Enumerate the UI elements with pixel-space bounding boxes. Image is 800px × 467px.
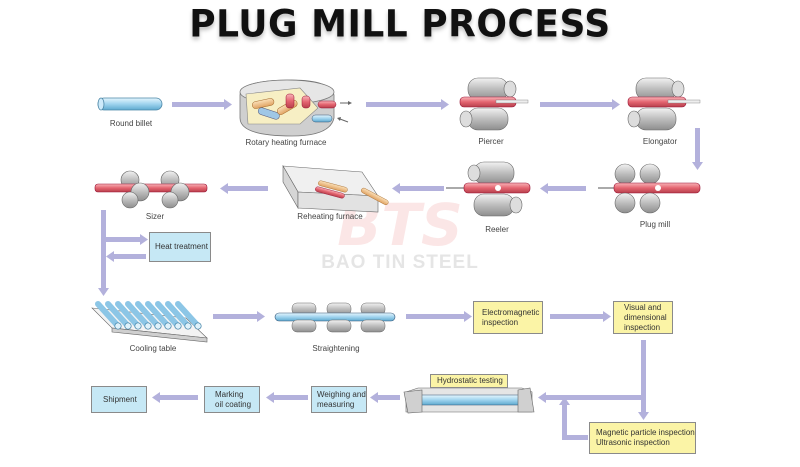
label-cooling-table: Cooling table (130, 344, 177, 353)
piercer-icon (459, 77, 529, 131)
cooling-tube (95, 301, 121, 329)
label-plug-mill: Plug mill (640, 220, 670, 229)
cooling-tube (155, 301, 181, 329)
label-weighing-measuring: Weighing and measuring (317, 389, 366, 409)
hydrostatic-testing-icon (403, 387, 535, 414)
arrow-piercer-to-elongator (540, 99, 620, 110)
arrow-reeler-to-reheating (392, 183, 444, 194)
cooling-tube (125, 301, 151, 329)
cooling-tube-end (124, 322, 132, 330)
straightening-icon (274, 302, 396, 333)
label-hydrostatic-testing: Hydrostatic testing (437, 376, 503, 385)
cooling-tubes (95, 301, 202, 330)
label-heat-treatment: Heat treatment (155, 242, 208, 251)
label-reeler: Reeler (485, 225, 509, 234)
label-marking-oil-coating: Marking oil coating (215, 389, 252, 409)
page-title: PLUG MILL PROCESS (189, 2, 611, 47)
cooling-tube (165, 301, 191, 329)
label-rotary-heating-furnace: Rotary heating furnace (246, 138, 327, 147)
reeler-icon (446, 161, 531, 217)
label-visual-dimensional-inspection: Visual and dimensional inspection (624, 302, 667, 332)
arrow-visual-to-magnetic (638, 340, 649, 420)
label-piercer: Piercer (478, 137, 504, 146)
cooling-tube-end (164, 322, 172, 330)
cooling-tube (175, 301, 201, 329)
cooling-tube-end (174, 322, 182, 330)
label-sizer: Sizer (146, 212, 165, 221)
cooling-tube-end (134, 322, 142, 330)
magnetic-ultrasonic-inspection-box: Magnetic particle inspection Ultrasonic … (589, 422, 696, 454)
arrow-elongator-to-plugmill (692, 128, 703, 170)
elongator-icon (627, 77, 701, 131)
label-round-billet: Round billet (110, 119, 153, 128)
arrow-cooling-to-straightening (213, 311, 265, 322)
cooling-tube-end (144, 322, 152, 330)
arrow-reheating-to-sizer (220, 183, 268, 194)
marking-oil-coating-box: Marking oil coating (204, 386, 260, 413)
arrow-magnetic-return (559, 397, 588, 440)
cooling-tube (115, 301, 141, 329)
label-electromagnetic-inspection: Electromagnetic inspection (482, 307, 540, 327)
cooling-tube-end (184, 322, 192, 330)
rotary-heating-furnace-icon (239, 79, 352, 137)
arrow-billet-to-furnace (172, 99, 232, 110)
arrow-to-heat-treatment (106, 234, 148, 245)
hydrostatic-testing-box: Hydrostatic testing (430, 374, 508, 388)
arrow-weighing-to-marking (266, 392, 308, 403)
label-straightening: Straightening (312, 344, 359, 353)
plug-mill-icon (598, 163, 701, 214)
cooling-tube (145, 301, 171, 329)
visual-dimensional-inspection-box: Visual and dimensional inspection (613, 301, 673, 334)
label-elongator: Elongator (643, 137, 678, 146)
round-billet-icon (97, 97, 163, 111)
cooling-tube-end (154, 322, 162, 330)
arrow-electromagnetic-to-visual (550, 311, 611, 322)
arrow-to-hydrostatic (538, 392, 646, 403)
arrow-straightening-to-electromagnetic (406, 311, 472, 322)
cooling-tube (135, 301, 161, 329)
watermark-text: BAO TIN STEEL (321, 252, 479, 273)
arrow-marking-to-shipment (152, 392, 198, 403)
weighing-measuring-box: Weighing and measuring (311, 386, 367, 413)
label-shipment: Shipment (103, 394, 137, 404)
arrow-sizer-to-cooling (98, 210, 109, 296)
sizer-icon (94, 170, 208, 209)
heat-treatment-box: Heat treatment (149, 232, 211, 262)
label-magnetic-ultrasonic-inspection: Magnetic particle inspection Ultrasonic … (596, 428, 695, 447)
arrow-furnace-to-piercer (366, 99, 449, 110)
reheating-furnace-icon (282, 164, 389, 213)
electromagnetic-inspection-box: Electromagnetic inspection (473, 301, 543, 334)
cooling-tube-end (114, 322, 122, 330)
arrow-plugmill-to-reeler (540, 183, 586, 194)
flow-arrows (98, 99, 703, 440)
arrow-hydrostatic-to-weighing (370, 392, 400, 403)
label-reheating-furnace: Reheating furnace (297, 212, 363, 221)
arrow-from-heat-treatment (106, 251, 146, 262)
shipment-box: Shipment (91, 386, 147, 413)
cooling-tube-end (194, 322, 202, 330)
cooling-tube (105, 301, 131, 329)
